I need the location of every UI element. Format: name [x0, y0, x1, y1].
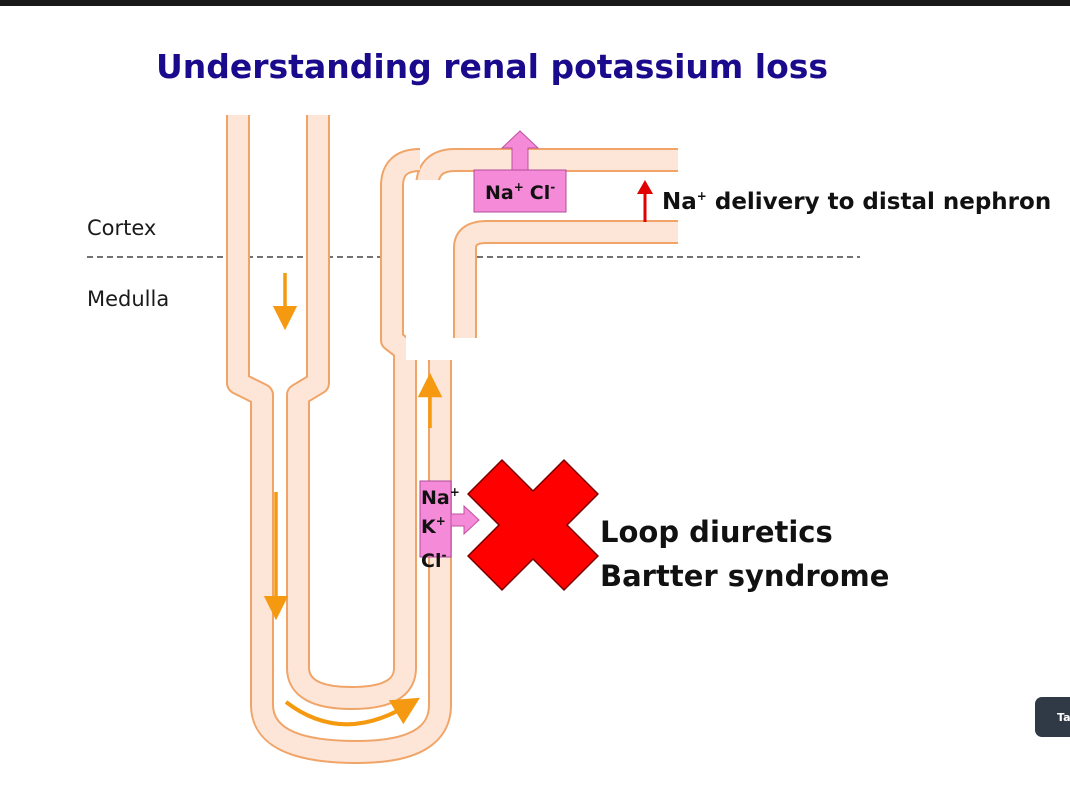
side-tab-label: Ta — [1057, 711, 1070, 724]
nacl-cl-charge: - — [550, 180, 555, 194]
blocker-line-2: Bartter syndrome — [600, 559, 889, 593]
nkcc2-cl-label: Cl — [421, 550, 441, 572]
nacl-cl-label: Cl — [530, 182, 550, 204]
svg-text:K+: K+ — [421, 514, 446, 538]
medulla-label: Medulla — [87, 287, 169, 311]
nacl-transporter: Na+ Cl- — [473, 130, 567, 213]
nkcc2-efflux-arrow — [450, 504, 480, 536]
block-cross-icon — [467, 459, 599, 591]
nacl-na-label: Na — [485, 182, 514, 204]
delivery-text: delivery to distal nephron — [707, 189, 1051, 215]
side-tab-button[interactable]: Ta — [1035, 697, 1070, 737]
delivery-na-label: Na — [662, 189, 697, 215]
blocker-line-1: Loop diuretics — [600, 515, 833, 549]
nkcc2-k-charge: + — [436, 514, 446, 528]
svg-text:Na+Cl-: Na+ Cl- — [485, 180, 555, 204]
delivery-na-charge: + — [697, 189, 707, 203]
svg-text:Na+ delivery to distal nephron: Na+ delivery to distal nephron — [662, 189, 1051, 215]
increase-arrow-icon — [637, 180, 653, 222]
slide-title: Understanding renal potassium loss — [156, 47, 828, 86]
nkcc2-na-charge: + — [450, 485, 460, 499]
nacl-na-charge: + — [514, 180, 524, 194]
cortex-label: Cortex — [87, 216, 156, 240]
svg-text:Na+: Na+ — [421, 485, 460, 509]
top-bar — [0, 0, 1070, 6]
nkcc2-k-label: K — [421, 516, 437, 538]
svg-text:Cl-: Cl- — [421, 548, 446, 572]
flow-arrow-bend — [284, 697, 420, 727]
nkcc2-transporter: Na+ K+ Cl- — [419, 480, 480, 572]
nephron-tubule — [226, 115, 678, 764]
nkcc2-na-label: Na — [421, 487, 450, 509]
nkcc2-cl-charge: - — [441, 548, 446, 562]
